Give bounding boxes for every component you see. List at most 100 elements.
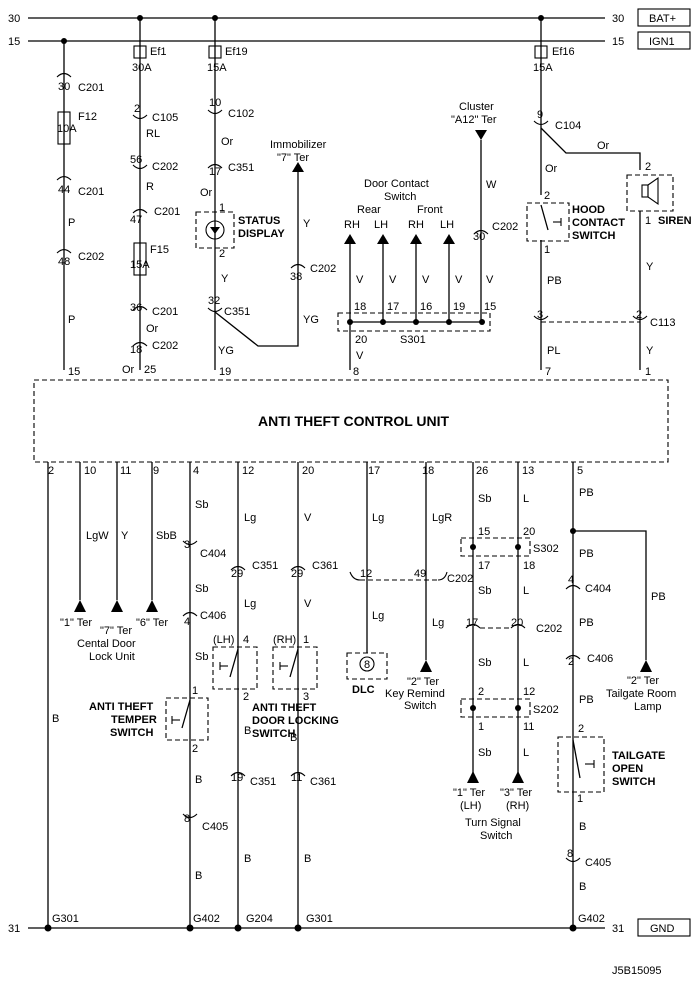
svg-text:12: 12 <box>242 465 254 477</box>
svg-text:S302: S302 <box>533 543 559 555</box>
branch-turn-signal: Sb L 15 20 S302 17 18 Sb L 17 20 C202 Sb… <box>453 462 562 842</box>
svg-text:2: 2 <box>134 103 140 115</box>
svg-text:Or: Or <box>545 163 558 175</box>
svg-text:C201: C201 <box>152 306 178 318</box>
svg-text:19: 19 <box>219 366 231 378</box>
svg-text:7: 7 <box>545 366 551 378</box>
svg-text:RH: RH <box>408 219 424 231</box>
svg-text:2: 2 <box>636 309 642 321</box>
svg-text:4: 4 <box>568 574 574 586</box>
svg-text:8: 8 <box>567 848 573 860</box>
svg-text:30: 30 <box>473 231 485 243</box>
svg-text:PB: PB <box>579 487 594 499</box>
svg-text:15: 15 <box>68 366 80 378</box>
svg-text:4: 4 <box>193 465 199 477</box>
door-rear-rh-arrow-icon <box>344 234 356 244</box>
svg-text:B: B <box>579 821 586 833</box>
svg-text:V: V <box>389 274 397 286</box>
svg-text:2: 2 <box>544 190 550 202</box>
svg-text:Y: Y <box>646 345 654 357</box>
svg-text:Y: Y <box>646 261 654 273</box>
door-front-rh-arrow-icon <box>410 234 422 244</box>
svg-text:Lg: Lg <box>244 598 256 610</box>
svg-text:12: 12 <box>523 686 535 698</box>
svg-text:ANTI THEFT: ANTI THEFT <box>252 702 316 714</box>
dlc-box <box>346 652 388 680</box>
svg-text:8: 8 <box>364 659 370 671</box>
svg-text:2: 2 <box>478 686 484 698</box>
svg-text:CONTACT: CONTACT <box>572 217 625 229</box>
svg-text:Switch: Switch <box>384 191 416 203</box>
svg-text:Turn Signal: Turn Signal <box>465 817 521 829</box>
svg-text:C361: C361 <box>310 776 336 788</box>
svg-text:C202: C202 <box>492 221 518 233</box>
svg-text:V: V <box>486 274 494 286</box>
svg-text:TAILGATE: TAILGATE <box>612 750 665 762</box>
svg-text:Ef19: Ef19 <box>225 46 248 58</box>
svg-text:Immobilizer: Immobilizer <box>270 139 327 151</box>
svg-text:C405: C405 <box>202 821 228 833</box>
svg-text:10A: 10A <box>57 123 77 135</box>
svg-text:8: 8 <box>353 366 359 378</box>
svg-text:19: 19 <box>231 772 243 784</box>
svg-text:PB: PB <box>579 694 594 706</box>
svg-text:B: B <box>244 853 251 865</box>
power-bus: 30 15 31 30 15 31 BAT+ IGN1 GND <box>8 8 691 937</box>
svg-text:1: 1 <box>478 721 484 733</box>
svg-text:17: 17 <box>478 560 490 572</box>
svg-text:C202: C202 <box>310 263 336 275</box>
svg-text:C351: C351 <box>224 306 250 318</box>
svg-text:(LH): (LH) <box>213 634 234 646</box>
svg-text:11: 11 <box>120 465 131 477</box>
svg-text:20: 20 <box>523 526 535 538</box>
svg-text:B: B <box>52 713 59 725</box>
s302-splice-box <box>460 537 531 557</box>
svg-text:LgR: LgR <box>432 512 452 524</box>
svg-text:4: 4 <box>184 616 190 628</box>
svg-text:1: 1 <box>303 634 309 646</box>
s301-splice-box <box>337 312 491 332</box>
bat-label: BAT+ <box>649 13 676 25</box>
fuse-ef1-symbol <box>133 45 147 59</box>
svg-text:3: 3 <box>184 539 190 551</box>
svg-text:Lg: Lg <box>432 617 444 629</box>
svg-text:C361: C361 <box>312 560 338 572</box>
svg-text:C351: C351 <box>252 560 278 572</box>
svg-text:C202: C202 <box>152 161 178 173</box>
svg-text:Sb: Sb <box>195 583 208 595</box>
svg-text:Y: Y <box>121 530 129 542</box>
svg-text:16: 16 <box>420 301 432 313</box>
branch-tamper-switch: Sb 3 C404 Sb 4 C406 Sb 1 2 ANTI THEFT TE… <box>89 462 228 932</box>
svg-text:8: 8 <box>184 813 190 825</box>
svg-text:12: 12 <box>360 568 372 580</box>
tailgate-room-lamp-arrow-icon <box>640 660 652 672</box>
svg-text:C102: C102 <box>228 108 254 120</box>
svg-text:"1" Ter: "1" Ter <box>60 617 92 629</box>
svg-text:20: 20 <box>302 465 314 477</box>
svg-text:C113: C113 <box>650 317 675 329</box>
svg-text:10: 10 <box>84 465 96 477</box>
svg-text:1: 1 <box>544 244 550 256</box>
svg-text:"7" Ter: "7" Ter <box>277 152 309 164</box>
svg-text:Lamp: Lamp <box>634 701 662 713</box>
svg-text:G402: G402 <box>193 913 220 925</box>
svg-text:C406: C406 <box>587 653 613 665</box>
svg-text:47: 47 <box>130 214 142 226</box>
siren-icon <box>641 184 649 198</box>
svg-text:C105: C105 <box>152 112 178 124</box>
svg-text:C406: C406 <box>200 610 226 622</box>
svg-text:56: 56 <box>130 154 142 166</box>
key-remind-arrow-icon <box>420 660 432 672</box>
status-display-box <box>195 211 235 249</box>
svg-text:C351: C351 <box>228 162 254 174</box>
svg-text:11: 11 <box>523 721 534 733</box>
svg-text:G301: G301 <box>52 913 79 925</box>
svg-text:B: B <box>579 881 586 893</box>
svg-text:18: 18 <box>354 301 366 313</box>
branch-dlc-key-remind: Lg 12 Lg 8 DLC LgR 49 C202 Lg "2" Ter Ke… <box>346 462 473 712</box>
svg-text:"7" Ter: "7" Ter <box>100 625 132 637</box>
svg-text:L: L <box>523 747 529 759</box>
svg-text:B: B <box>195 870 202 882</box>
branch-ef1: Ef1 30A 2 C105 RL 56 C202 R 47 C201 F15 … <box>122 18 180 376</box>
door-rear-lh-arrow-icon <box>377 234 389 244</box>
